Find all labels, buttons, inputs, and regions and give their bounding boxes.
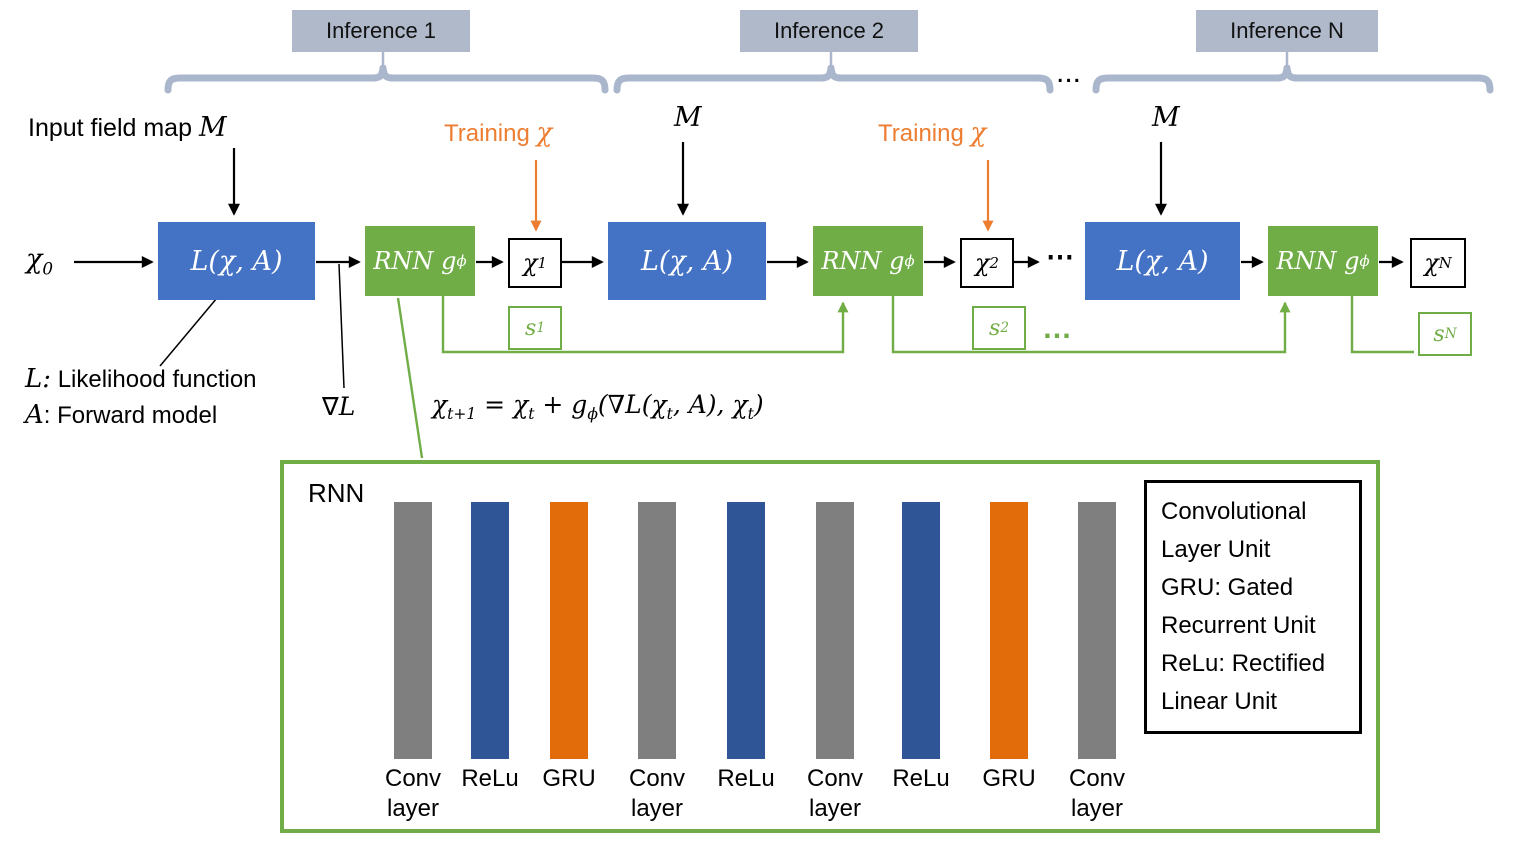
brace-inference-2 xyxy=(613,64,1054,94)
hidden-state-dots: … xyxy=(1042,312,1072,345)
likelihood-box-2: L(χ, A) xyxy=(608,222,766,300)
m-label-2: M xyxy=(674,102,702,133)
layer-bar-gru-7 xyxy=(990,502,1028,759)
layer-bar-conv-8 xyxy=(1078,502,1116,759)
hidden-state-link-rnn3-sN xyxy=(1350,296,1414,354)
input-field-map-label: Input field map M xyxy=(28,112,227,143)
layer-label-0: Conv layer xyxy=(384,765,442,822)
layer-bar-gru-2 xyxy=(550,502,588,759)
inference-label-1: Inference 1 xyxy=(292,10,470,52)
flow-dots: ⋯ xyxy=(1046,241,1074,272)
layer-label-3: Conv layer xyxy=(628,765,686,822)
gradient-callout-line xyxy=(338,263,345,389)
rnn-layer-bars xyxy=(284,464,1376,829)
forward-model-symbol: A xyxy=(25,400,44,430)
likelihood-callout-line xyxy=(159,291,223,367)
brace-inference-1 xyxy=(164,64,609,94)
brace-inference-n xyxy=(1092,64,1494,94)
layer-label-1: ReLu xyxy=(461,765,519,792)
layer-label-4: ReLu xyxy=(717,765,775,792)
inference-label-n: Inference N xyxy=(1196,10,1378,52)
layer-label-8: Conv layer xyxy=(1068,765,1126,822)
legend-line: Convolutional xyxy=(1161,498,1307,525)
layer-label-2: GRU xyxy=(542,765,596,792)
gradient-label: ∇L xyxy=(322,392,356,421)
layer-bar-conv-3 xyxy=(638,502,676,759)
input-field-map-symbol: M xyxy=(198,112,227,143)
rnn-title: RNN xyxy=(308,478,365,508)
legend-line: Recurrent Unit xyxy=(1161,612,1316,639)
layer-label-7: GRU xyxy=(982,765,1036,792)
rnn-layer-labels: Conv layer ReLu GRU Conv layer ReLu Conv laye… xyxy=(284,464,1376,829)
layer-bar-relu-1 xyxy=(471,502,509,759)
legend-line: ReLu: Rectified xyxy=(1161,650,1326,677)
likelihood-symbol: L: xyxy=(25,364,52,394)
update-equation: χt+1 = χt + gϕ(∇L(χt, A), χt) xyxy=(432,390,764,423)
hidden-state-link-rnn2-rnn3 xyxy=(891,296,1291,354)
layer-bar-conv-0 xyxy=(394,502,432,759)
legend-line: Layer Unit xyxy=(1161,536,1271,563)
hidden-state-link-rnn1-rnn2 xyxy=(441,296,849,354)
training-label-2: Training χ xyxy=(878,118,987,148)
layer-label-5: Conv layer xyxy=(806,765,864,822)
training-chi-symbol: χ xyxy=(536,118,553,148)
training-label-1: Training χ xyxy=(444,118,553,148)
inference-label-2: Inference 2 xyxy=(740,10,918,52)
brace-gap-dots: ... xyxy=(1056,56,1082,89)
layer-bar-relu-4 xyxy=(727,502,765,759)
layer-bar-relu-6 xyxy=(902,502,940,759)
likelihood-box-3: L(χ, A) xyxy=(1085,222,1240,300)
likelihood-box-1: L(χ, A) xyxy=(158,222,315,300)
forward-model-definition: A: Forward model xyxy=(25,400,218,430)
legend-line: GRU: Gated xyxy=(1161,574,1294,601)
layer-bar-conv-5 xyxy=(816,502,854,759)
legend-box: Convolutional Layer Unit GRU: Gated Recu… xyxy=(1144,480,1362,734)
m-label-3: M xyxy=(1152,102,1180,133)
rnn-zoom-line xyxy=(396,297,424,459)
training-chi-symbol: χ xyxy=(970,118,987,148)
layer-label-6: ReLu xyxy=(892,765,950,792)
chi0-label: χ0 xyxy=(26,244,54,279)
legend-line: Linear Unit xyxy=(1161,688,1278,715)
input-field-map-text: Input field map xyxy=(28,114,199,142)
likelihood-definition: L: Likelihood function xyxy=(25,364,257,394)
